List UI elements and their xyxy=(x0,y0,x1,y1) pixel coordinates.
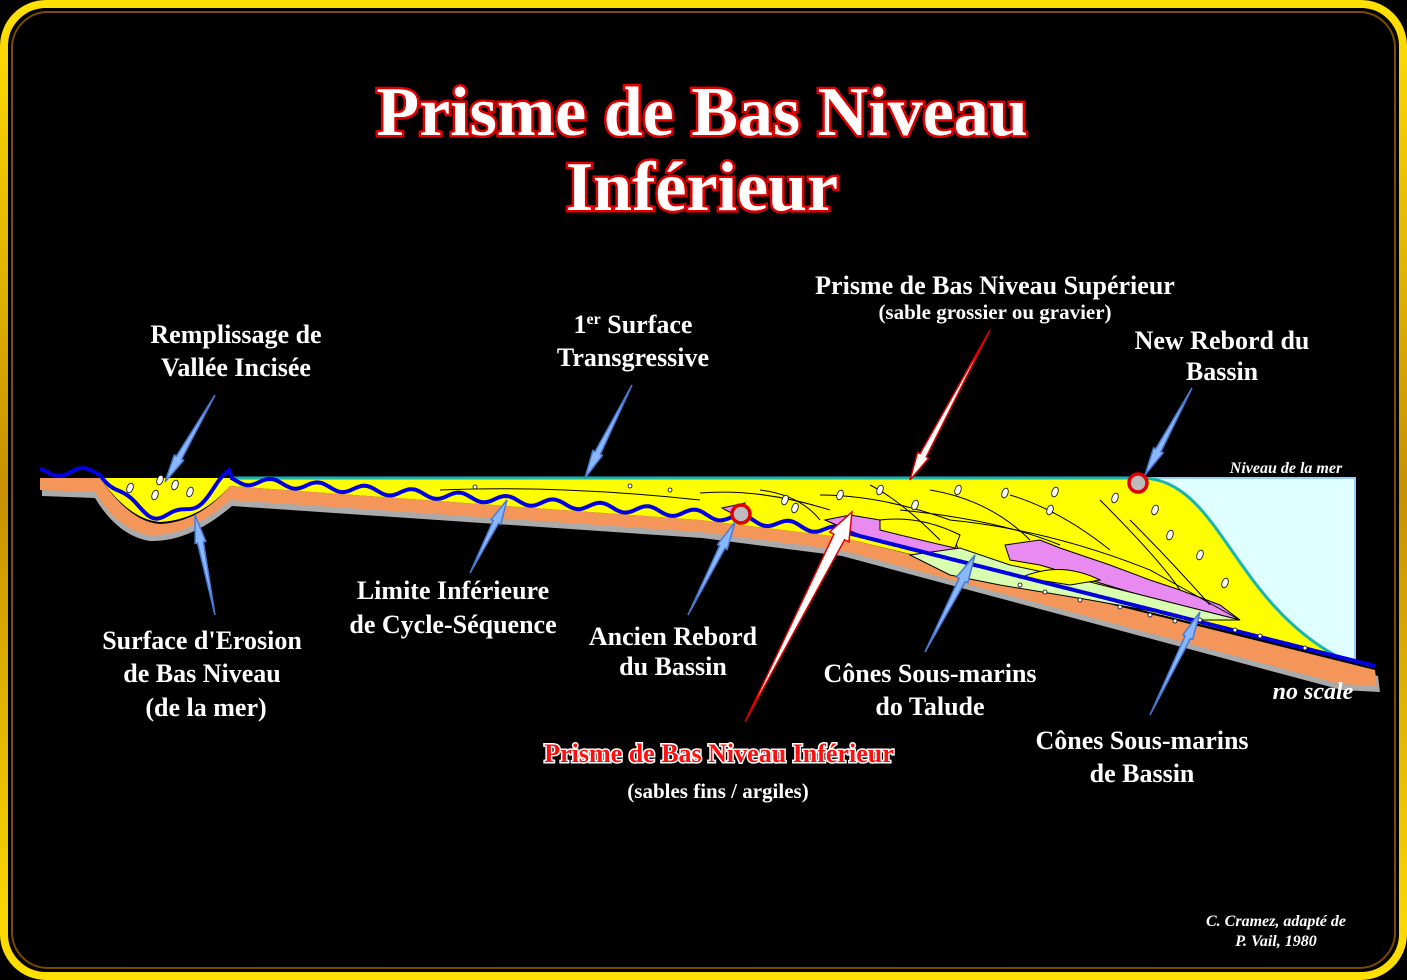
label-prisme-inferieur-2: (sables fins / argiles) xyxy=(627,779,808,803)
label-remplissage-2: Vallée Incisée xyxy=(161,353,311,382)
clinoform-line xyxy=(1129,519,1211,606)
label-prisme-inferieur-1: Prisme de Bas Niveau Inférieur xyxy=(544,739,894,768)
label-ancien-rebord-2: du Bassin xyxy=(619,652,727,681)
pebble xyxy=(1196,549,1204,561)
small-pebble xyxy=(1017,582,1023,588)
clinoform-line xyxy=(439,488,701,501)
pebble xyxy=(171,479,179,491)
pebble xyxy=(156,474,164,486)
small-pebble xyxy=(627,483,633,489)
arrow-ancien-rebord xyxy=(687,521,736,616)
pebble xyxy=(1001,487,1009,499)
title-line1: Prisme de Bas Niveau xyxy=(376,74,1027,151)
label-remplissage-1: Remplissage de xyxy=(150,320,321,349)
small-pebble xyxy=(1042,589,1048,595)
pebble xyxy=(1046,504,1054,516)
small-pebble xyxy=(1172,618,1178,624)
label-ancien-rebord-1: Ancien Rebord xyxy=(589,622,758,651)
pebble xyxy=(1111,492,1119,504)
label-prisme-superieur-2: (sable grossier ou gravier) xyxy=(878,300,1111,324)
arrow-prisme-superieur xyxy=(909,329,991,481)
cross-section xyxy=(39,465,1380,692)
label-new-rebord-2: Bassin xyxy=(1186,357,1259,386)
pebble xyxy=(1051,486,1059,498)
arrow-cones-bassin xyxy=(1149,611,1201,716)
pebble xyxy=(126,482,134,494)
arrow-remplissage xyxy=(164,394,216,483)
lowstand-wedge-sand xyxy=(100,478,1340,658)
label-surface-transgressive-2: Transgressive xyxy=(557,343,709,372)
arrow-prisme-inferieur xyxy=(744,510,853,723)
clinoform-line xyxy=(819,494,1241,621)
clinoform-line xyxy=(759,489,821,521)
label-niveau-mer: Niveau de la mer xyxy=(1229,460,1343,477)
label-cones-talude-1: Cônes Sous-marins xyxy=(823,659,1036,688)
arrow-new-rebord xyxy=(1144,387,1193,476)
clinoform-line xyxy=(899,509,1061,546)
clinoform-line xyxy=(1009,494,1111,551)
pebble xyxy=(1166,529,1174,541)
small-pebble xyxy=(1117,604,1123,610)
frame-inner-edge xyxy=(11,11,1396,969)
pebble xyxy=(836,489,844,501)
label-cones-bassin-1: Cônes Sous-marins xyxy=(1035,726,1248,755)
small-pebble xyxy=(667,487,673,493)
pebble xyxy=(911,499,919,511)
small-pebble xyxy=(1232,627,1238,633)
label-surface-erosion-3: (de la mer) xyxy=(145,693,266,722)
small-pebble xyxy=(472,484,478,490)
pebbles xyxy=(126,474,1308,651)
ancien-rebord-marker xyxy=(730,503,752,525)
label-cones-bassin-2: de Bassin xyxy=(1090,759,1195,788)
clinoform-line xyxy=(869,484,941,541)
new-rebord-marker xyxy=(1127,472,1149,494)
erosion-surface-line xyxy=(39,465,1376,668)
label-no-scale: no scale xyxy=(1273,679,1354,705)
fan-pink-2 xyxy=(1004,539,1241,621)
clinoform-line xyxy=(699,491,831,511)
arrow-surface-transgressive xyxy=(584,384,633,479)
pebble xyxy=(954,484,962,496)
pebble xyxy=(186,486,194,498)
small-pebble xyxy=(1257,633,1263,639)
clinoform-lines xyxy=(439,484,1241,621)
pebble xyxy=(151,489,159,501)
title-line2: Inférieur xyxy=(566,149,838,226)
small-pebble xyxy=(1147,612,1153,618)
label-prisme-superieur-1: Prisme de Bas Niveau Supérieur xyxy=(815,271,1175,300)
sea-floor-line xyxy=(230,476,1341,660)
arrows xyxy=(164,329,1201,723)
arrow-limite-inferieure xyxy=(469,499,508,574)
pebble xyxy=(791,502,799,514)
pebble xyxy=(781,494,789,506)
label-cones-talude-2: do Talude xyxy=(875,692,984,721)
credit-line1: C. Cramez, adapté de xyxy=(1206,913,1346,930)
label-limite-inferieure-2: de Cycle-Séquence xyxy=(349,610,556,639)
label-new-rebord-1: New Rebord du xyxy=(1135,326,1310,355)
small-pebble xyxy=(1302,645,1308,651)
arrow-surface-erosion xyxy=(194,514,216,616)
clinoform-line xyxy=(1099,499,1181,591)
small-pebble xyxy=(1077,597,1083,603)
label-surface-transgressive-1: 1er Surface xyxy=(574,310,693,339)
pebble xyxy=(1151,504,1159,516)
pebble xyxy=(1221,577,1229,589)
label-surface-erosion-2: de Bas Niveau xyxy=(123,659,280,688)
pebble xyxy=(876,484,884,496)
label-surface-erosion-1: Surface d'Erosion xyxy=(102,626,302,655)
credit-line2: P. Vail, 1980 xyxy=(1234,933,1317,950)
label-limite-inferieure-1: Limite Inférieure xyxy=(357,576,549,605)
arrow-cones-talude xyxy=(924,554,976,653)
